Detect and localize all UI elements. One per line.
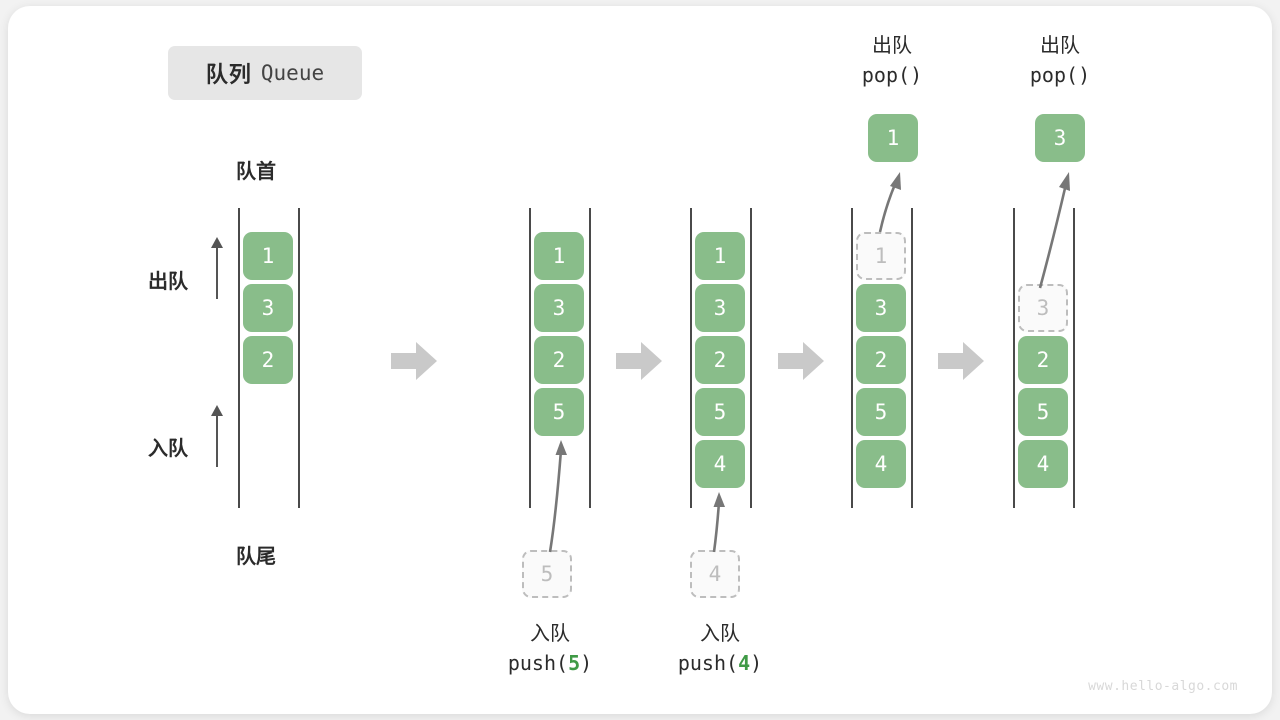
ghost-cell-popped: 1 xyxy=(856,232,906,280)
transition-arrow xyxy=(778,342,824,380)
op-label-pop-1: 出队 pop() xyxy=(812,32,972,90)
label-enqueue-side: 入队 xyxy=(148,438,188,460)
queue-cell: 5 xyxy=(856,388,906,436)
op-label-cn: 入队 xyxy=(530,623,570,645)
op-label-push-5: 入队 push(5) xyxy=(470,620,630,678)
rail-right xyxy=(750,208,752,508)
rail-left xyxy=(529,208,531,508)
queue-cell: 4 xyxy=(856,440,906,488)
queue-cell: 3 xyxy=(534,284,584,332)
op-label-code: push(4) xyxy=(677,651,763,675)
pop-arrow-1 xyxy=(878,172,901,233)
ghost-cell-incoming: 5 xyxy=(522,550,572,598)
transition-arrow xyxy=(391,342,437,380)
queue-cell: 1 xyxy=(243,232,293,280)
queue-cell: 5 xyxy=(1018,388,1068,436)
transition-arrow xyxy=(938,342,984,380)
queue-cell: 2 xyxy=(695,336,745,384)
push-arrow-4 xyxy=(712,492,725,553)
title-chinese: 队列 xyxy=(205,62,252,87)
queue-cell: 2 xyxy=(534,336,584,384)
push-arrow-5 xyxy=(548,440,567,553)
op-label-cn: 入队 xyxy=(700,623,740,645)
rail-left xyxy=(851,208,853,508)
queue-cell: 1 xyxy=(695,232,745,280)
op-label-cn: 出队 xyxy=(872,35,912,57)
rail-left xyxy=(1013,208,1015,508)
diagram-title-badge: 队列 Queue xyxy=(168,46,362,100)
popped-cell: 3 xyxy=(1035,114,1085,162)
rail-right xyxy=(589,208,591,508)
op-label-code: pop() xyxy=(861,63,923,87)
queue-cell: 3 xyxy=(243,284,293,332)
watermark: www.hello-algo.com xyxy=(1088,679,1238,694)
queue-cell: 3 xyxy=(856,284,906,332)
op-label-code: pop() xyxy=(1029,63,1091,87)
rail-left xyxy=(690,208,692,508)
queue-cell-new: 4 xyxy=(695,440,745,488)
rail-left xyxy=(238,208,240,508)
rail-right xyxy=(911,208,913,508)
label-head: 队首 xyxy=(236,161,276,183)
op-label-cn: 出队 xyxy=(1040,35,1080,57)
title-english: Queue xyxy=(260,61,325,85)
queue-cell: 5 xyxy=(695,388,745,436)
ghost-cell-popped: 3 xyxy=(1018,284,1068,332)
queue-cell: 4 xyxy=(1018,440,1068,488)
transition-arrow xyxy=(616,342,662,380)
dequeue-direction-arrow xyxy=(211,237,223,299)
rail-right xyxy=(1073,208,1075,508)
label-dequeue-side: 出队 xyxy=(148,271,188,293)
queue-cell: 2 xyxy=(856,336,906,384)
op-label-pop-3: 出队 pop() xyxy=(980,32,1140,90)
label-tail: 队尾 xyxy=(236,546,276,568)
queue-cell-new: 5 xyxy=(534,388,584,436)
popped-cell: 1 xyxy=(868,114,918,162)
enqueue-direction-arrow xyxy=(211,405,223,467)
pop-arrow-3 xyxy=(1038,172,1070,289)
op-label-code: push(5) xyxy=(507,651,593,675)
rail-right xyxy=(298,208,300,508)
op-label-push-4: 入队 push(4) xyxy=(640,620,800,678)
queue-cell: 3 xyxy=(695,284,745,332)
queue-cell: 2 xyxy=(243,336,293,384)
queue-cell: 1 xyxy=(534,232,584,280)
queue-cell: 2 xyxy=(1018,336,1068,384)
